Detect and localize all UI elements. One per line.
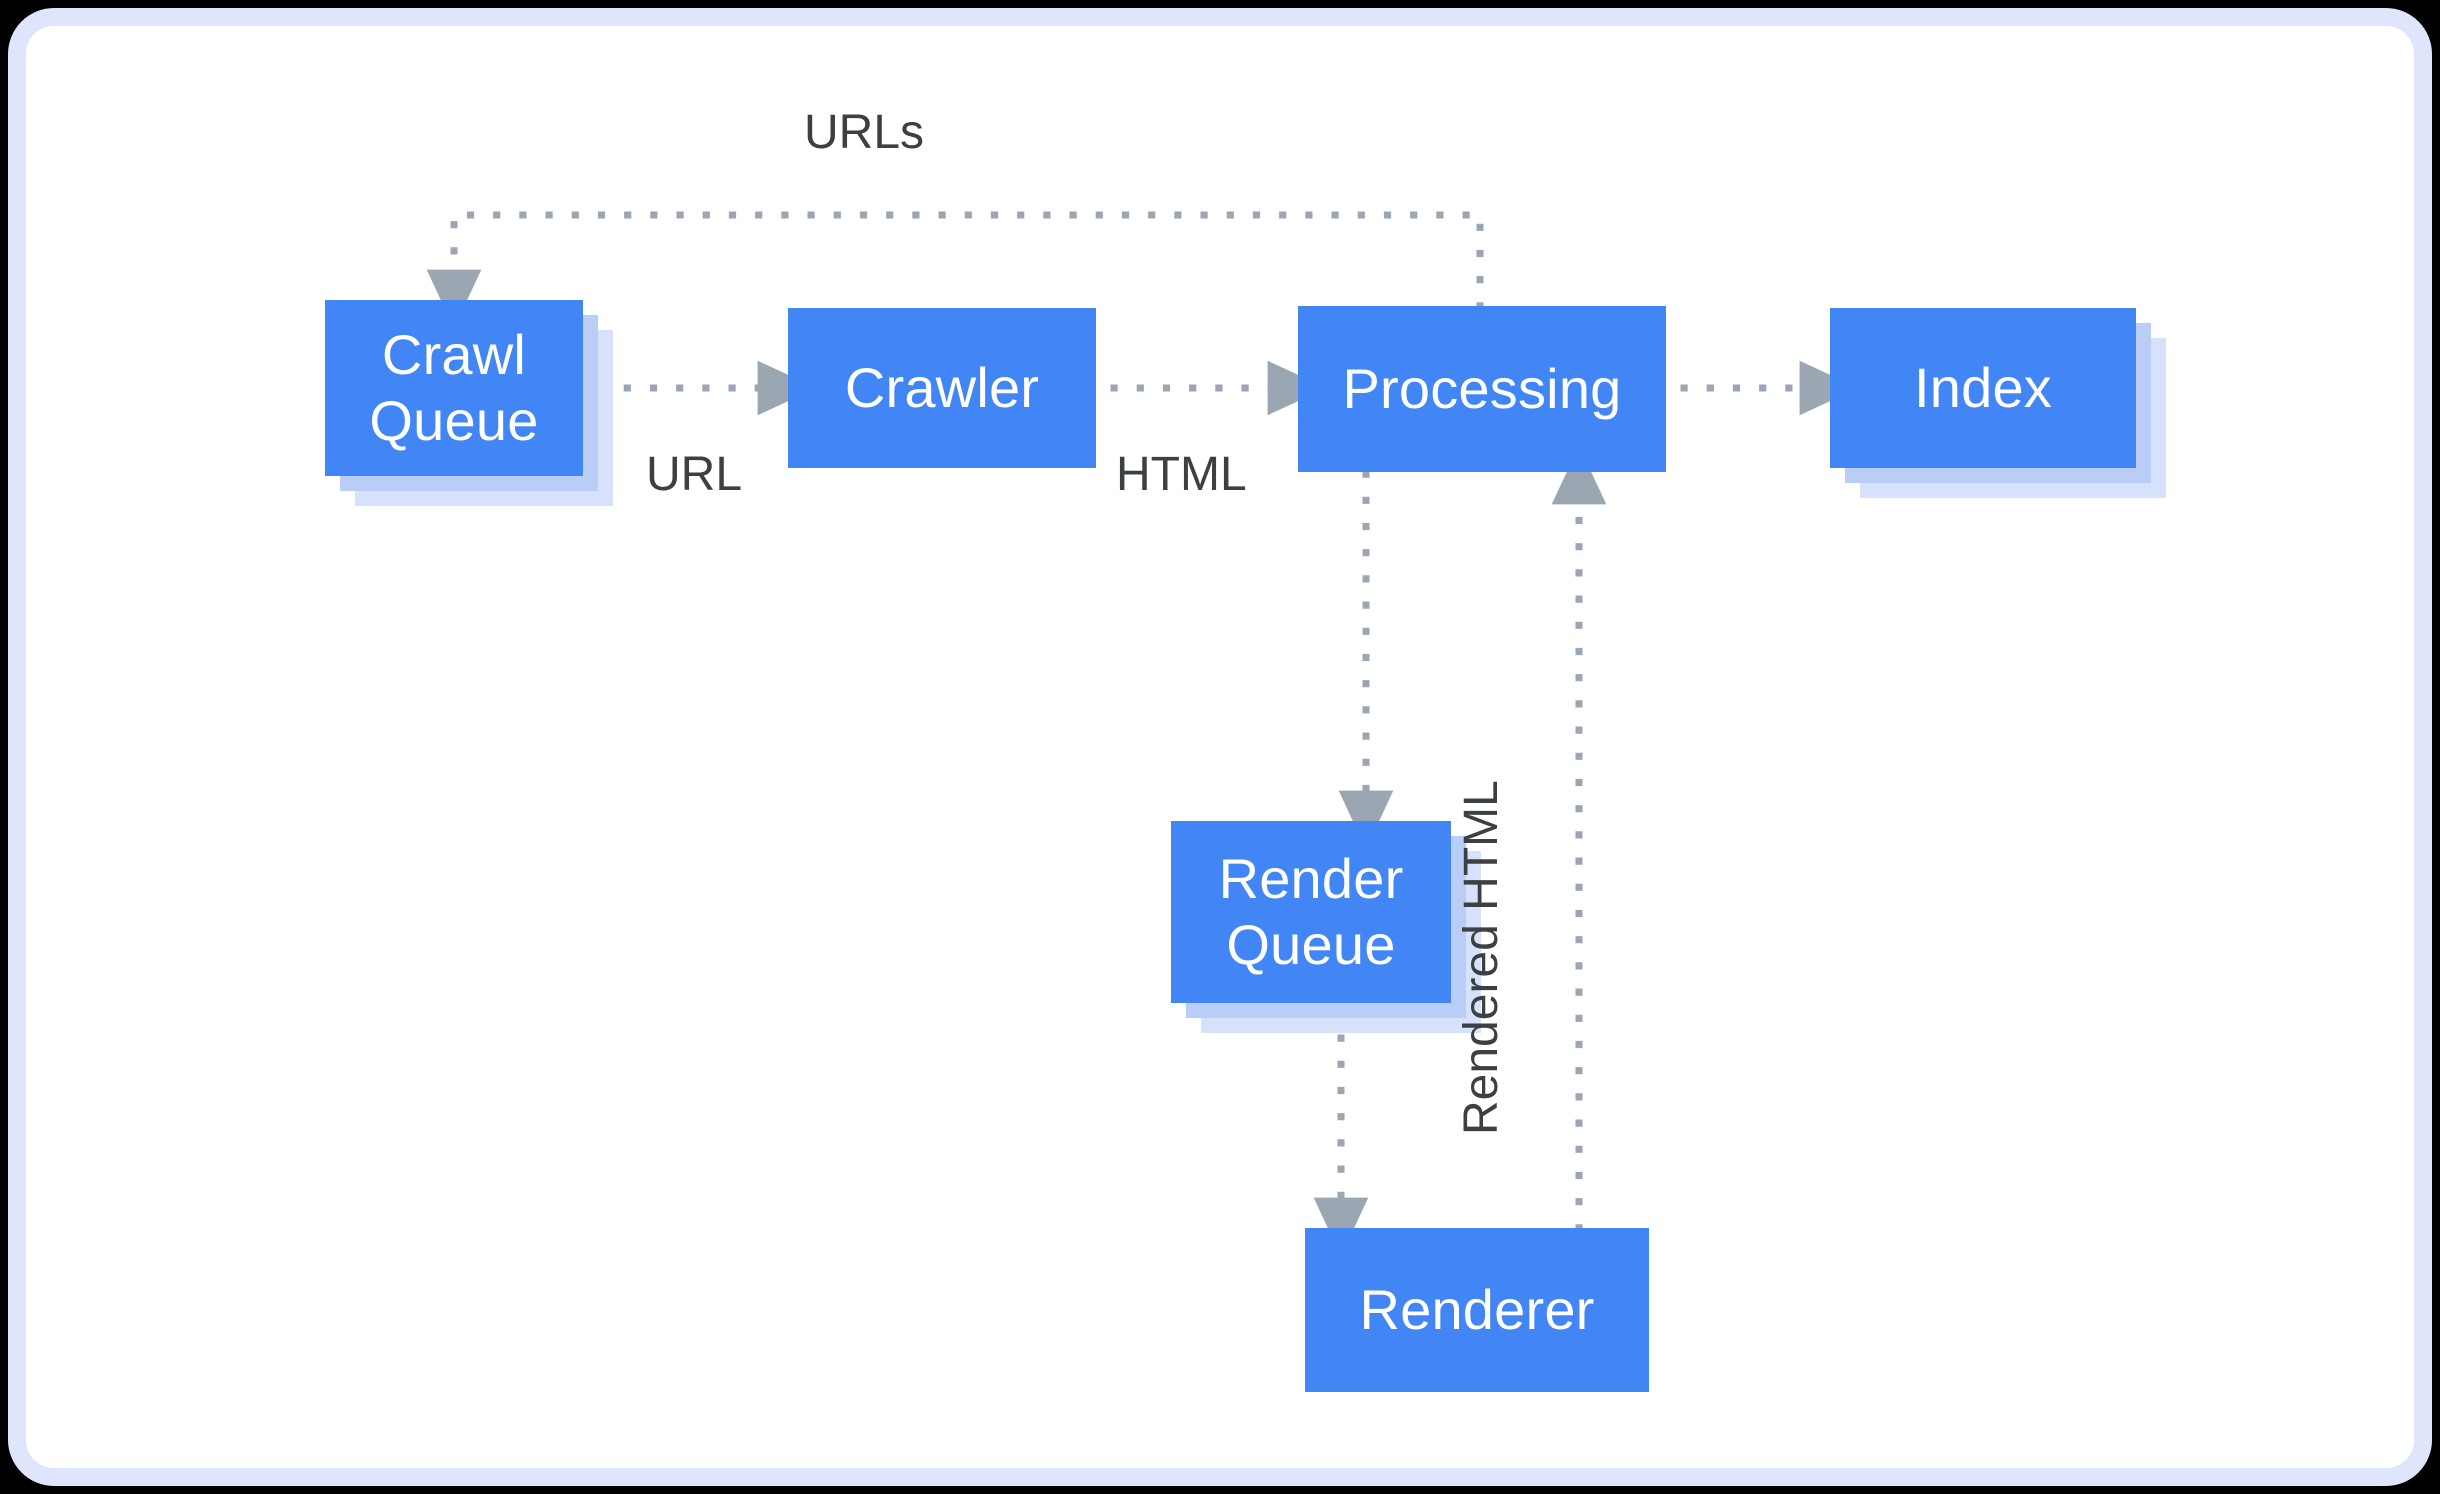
edge-label-rendered-html: Rendered HTML (1455, 780, 1508, 1135)
diagram-card: Crawl Queue Crawler Processing Index Ren… (8, 8, 2432, 1486)
node-crawl-queue[interactable]: Crawl Queue (325, 300, 583, 476)
node-crawler-label: Crawler (844, 355, 1040, 419)
edge-label-urls: URLs (804, 106, 925, 159)
node-crawl-queue-label: Crawl Queue (369, 322, 539, 452)
edge-label-url: URL (646, 448, 743, 501)
edge-processing-to-crawlqueue (426, 211, 1484, 329)
node-render-queue-label: Render Queue (1218, 846, 1404, 976)
node-processing-label: Processing (1342, 356, 1622, 420)
node-render-queue[interactable]: Render Queue (1171, 821, 1451, 1003)
node-renderer[interactable]: Renderer (1305, 1228, 1649, 1392)
connector-layer (426, 211, 1859, 1257)
node-crawler[interactable]: Crawler (788, 308, 1096, 468)
node-index-label: Index (1914, 355, 2052, 419)
node-processing[interactable]: Processing (1298, 306, 1666, 472)
crawl-render-index-diagram: Crawl Queue Crawler Processing Index Ren… (26, 26, 2414, 1468)
edge-label-html: HTML (1116, 448, 1247, 501)
node-index[interactable]: Index (1830, 308, 2136, 468)
node-renderer-label: Renderer (1359, 1277, 1595, 1341)
